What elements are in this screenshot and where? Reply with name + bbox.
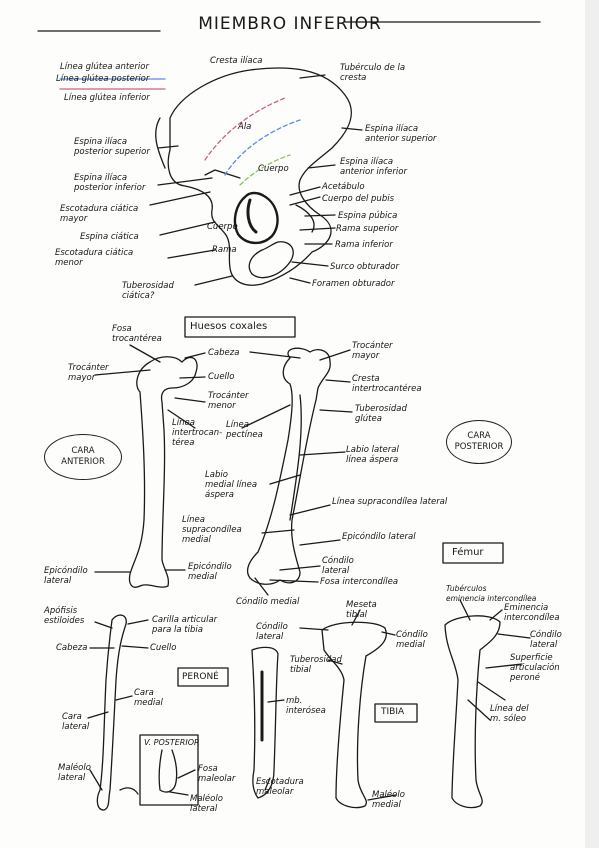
box-tibia: TIBIA: [381, 707, 405, 717]
label-linea-intertrocanterea: Línea intertrocan- térea: [172, 418, 223, 448]
label-meseta-tibial: Meseta tibial: [346, 600, 377, 620]
label-labio-medial: Labio medial línea áspera: [205, 470, 258, 500]
label-surco-obturador: Surco obturador: [330, 262, 399, 272]
page-edge: [585, 0, 599, 848]
label-ala: Ala: [238, 122, 252, 132]
label-tuberosidad-glutea: Tuberosidad glútea: [355, 404, 407, 424]
label-cuerpo-ilion: Cuerpo: [258, 164, 289, 174]
label-cara-medial-perone: Cara medial: [134, 688, 163, 708]
legend-linea-glutea-anterior: Línea glútea anterior: [60, 62, 149, 72]
label-espina-ciatica: Espina ciática: [80, 232, 139, 242]
label-trocanter-mayor-anterior: Trocánter mayor: [68, 363, 109, 383]
label-foramen-obturador: Foramen obturador: [312, 279, 395, 289]
label-cuello-femur: Cuello: [208, 372, 235, 382]
label-espina-pubica: Espina púbica: [338, 211, 398, 221]
label-condilo-lateral-tibia-posterior: Cóndilo lateral: [530, 630, 562, 650]
box-perone: PERONÉ: [182, 672, 219, 682]
label-tuberculos-eminencia: Tubérculos eminencia intercondílea: [446, 584, 537, 603]
label-linea-supracondilea-lateral: Línea supracondílea lateral: [332, 497, 448, 507]
label-fosa-intercondilea: Fosa intercondílea: [320, 577, 399, 587]
label-rama: Rama: [212, 245, 237, 255]
label-cara-lateral-perone: Cara lateral: [62, 712, 90, 732]
label-membrana-interosea: mb. interósea: [286, 696, 326, 716]
label-condilo-medial-tibia: Cóndilo medial: [396, 630, 428, 650]
label-condilo-medial-femur: Cóndilo medial: [236, 597, 300, 607]
label-fosa-trocanterea: Fosa trocantérea: [112, 324, 162, 344]
label-condilo-lateral-femur: Cóndilo lateral: [322, 556, 354, 576]
label-maleolo-lateral: Maléolo lateral: [58, 763, 91, 783]
label-cresta-iliaca: Cresta ilíaca: [210, 56, 263, 66]
label-espina-iliaca-anterior-superior: Espina ilíaca anterior superior: [365, 124, 437, 144]
label-linea-soleo: Línea del m. sóleo: [490, 704, 529, 724]
label-eminencia-intercondilea: Eminencia intercondílea: [504, 603, 560, 623]
label-cabeza-femur: Cabeza: [208, 348, 240, 358]
label-epicondilo-lateral-posterior: Epicóndilo lateral: [342, 532, 416, 542]
label-tuberosidad-tibial: Tuberosidad tibial: [290, 655, 342, 675]
label-espina-iliaca-anterior-inferior: Espina ilíaca anterior inferior: [340, 157, 407, 177]
label-cuerpo-isquion: Cuerpo: [207, 222, 238, 232]
label-maleolo-lateral-posterior: Maléolo lateral: [190, 794, 223, 814]
label-espina-iliaca-posterior-inferior: Espina ilíaca posterior inferior: [74, 173, 146, 193]
label-condilo-lateral-tibia: Cóndilo lateral: [256, 622, 288, 642]
label-maleolo-medial: Maléolo medial: [372, 790, 405, 810]
cara-posterior-oval: CARA POSTERIOR: [446, 420, 512, 464]
label-carilla-articular: Carilla articular para la tibia: [152, 615, 218, 635]
label-vista-posterior: V. POSTERIOR: [144, 738, 200, 747]
box-femur: Fémur: [452, 547, 484, 558]
label-epicondilo-medial: Epicóndilo medial: [188, 562, 232, 582]
label-espina-iliaca-posterior-superior: Espina ilíaca posterior superior: [74, 137, 150, 157]
label-acetabulo: Acetábulo: [322, 182, 365, 192]
label-cresta-intertrocanterea: Cresta intertrocantérea: [352, 374, 422, 394]
label-cuerpo-pubis: Cuerpo del pubis: [322, 194, 395, 204]
legend-linea-glutea-inferior: Línea glútea inferior: [64, 93, 150, 103]
label-cabeza-perone: Cabeza: [56, 643, 88, 653]
label-linea-pectinea: Línea pectínea: [226, 420, 263, 440]
label-labio-lateral: Labio lateral línea áspera: [346, 445, 399, 465]
label-superficie-articulacion-perone: Superficie articulación peroné: [510, 653, 560, 683]
label-apofisis-estiloides: Apófisis estiloides: [44, 606, 85, 626]
label-escotadura-ciatica-mayor: Escotadura ciática mayor: [60, 204, 139, 224]
label-rama-superior: Rama superior: [336, 224, 399, 234]
legend-linea-glutea-posterior: Línea glútea posterior: [56, 74, 150, 84]
label-epicondilo-lateral: Epicóndilo lateral: [44, 566, 88, 586]
cara-anterior-oval: CARA ANTERIOR: [44, 434, 122, 480]
label-linea-supracondilea-medial: Línea supracondílea medial: [182, 515, 242, 545]
label-rama-inferior: Rama inferior: [335, 240, 393, 250]
label-trocanter-menor: Trocánter menor: [208, 391, 249, 411]
label-tuberculo-cresta: Tubérculo de la cresta: [340, 63, 406, 83]
box-huesos-coxales: Huesos coxales: [190, 321, 268, 332]
label-trocanter-mayor-posterior: Trocánter mayor: [352, 341, 393, 361]
label-escotadura-maleolar: Escotadura maleolar: [256, 777, 304, 797]
label-cuello-perone: Cuello: [150, 643, 177, 653]
label-escotadura-ciatica-menor: Escotadura ciática menor: [55, 248, 134, 268]
page-title: MIEMBRO INFERIOR: [198, 14, 382, 34]
label-tuberosidad-ciatica: Tuberosidad ciática?: [122, 281, 174, 301]
label-fosa-maleolar: Fosa maleolar: [198, 764, 236, 784]
